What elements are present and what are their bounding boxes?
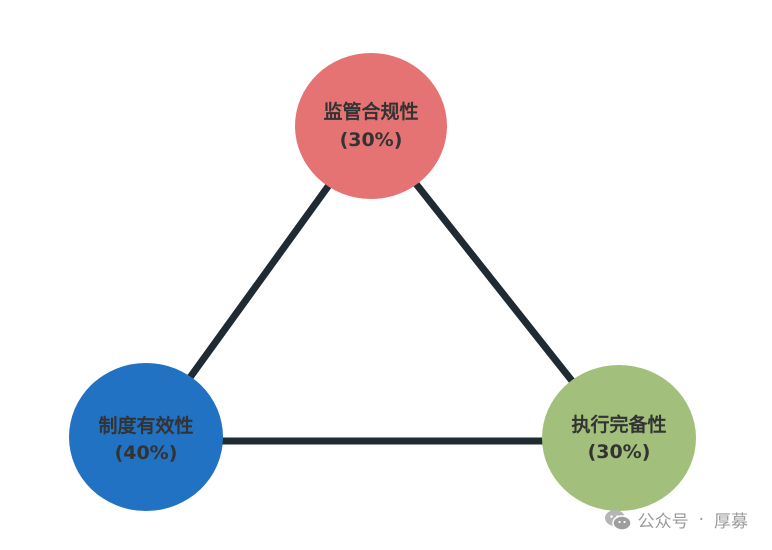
wechat-icon — [604, 509, 632, 531]
node-left-name: 制度有效性 — [98, 414, 193, 437]
node-right-weight: (30%) — [588, 441, 651, 463]
node-right-circle — [542, 365, 696, 511]
node-left-weight: (40%) — [115, 442, 178, 464]
watermark-author: 厚募 — [714, 512, 748, 532]
node-right: 执行完备性 (30%) — [542, 365, 696, 511]
watermark-source: 公众号 — [637, 512, 689, 532]
node-top-name: 监管合规性 — [323, 100, 418, 123]
node-top-weight: (30%) — [340, 129, 403, 151]
node-top: 监管合规性 (30%) — [295, 53, 447, 199]
watermark-separator: · — [698, 509, 704, 530]
node-right-name: 执行完备性 — [571, 413, 666, 436]
node-left-circle — [69, 363, 223, 511]
node-top-circle — [295, 53, 447, 199]
node-left: 制度有效性 (40%) — [69, 363, 223, 511]
watermark: 公众号 · 厚募 — [604, 507, 748, 532]
